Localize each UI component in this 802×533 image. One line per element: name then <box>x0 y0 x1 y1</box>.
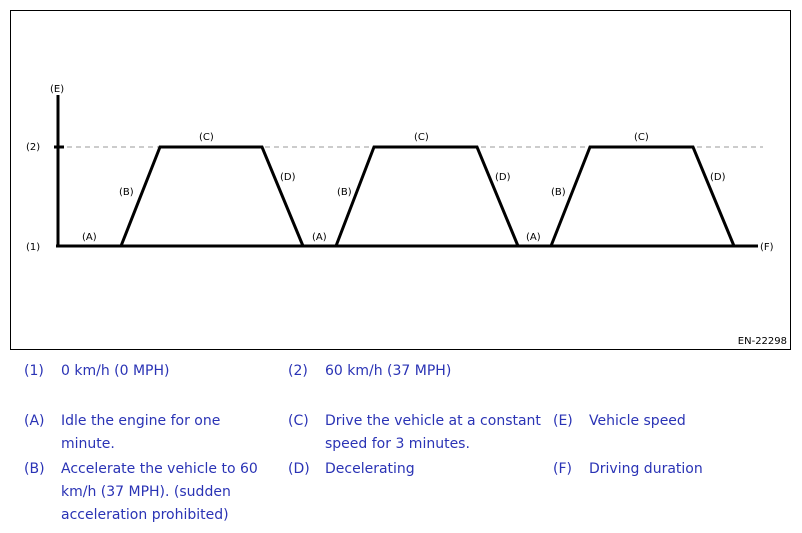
phase-c-label: (C) <box>199 132 214 143</box>
high-speed-level-label: (2) <box>26 142 40 153</box>
drive-cycle-1 <box>119 145 305 247</box>
legend-text-2: 60 km/h (37 MPH) <box>325 363 452 379</box>
speed-time-diagram: (E) (F) (2) (1) (A) (B) (C) (D) (A) (B) … <box>26 84 774 253</box>
phase-c-label: (C) <box>414 132 429 143</box>
legend-code-d: (D) <box>288 461 310 477</box>
legend-text-f: Driving duration <box>589 461 703 477</box>
legend-code-a: (A) <box>24 413 45 429</box>
legend-code-c: (C) <box>288 413 309 429</box>
legend-code-1: (1) <box>24 363 44 379</box>
legend-text-b: Accelerate the vehicle to 60 km/h (37 MP… <box>61 461 258 523</box>
vertical-axis-label: (E) <box>50 84 64 95</box>
legend-text-d: Decelerating <box>325 461 415 477</box>
legend-text-e: Vehicle speed <box>589 413 686 429</box>
legend-code-f: (F) <box>553 461 572 477</box>
horizontal-axis-label: (F) <box>760 242 774 253</box>
phase-b-label: (B) <box>119 187 134 198</box>
legend-code-b: (B) <box>24 461 45 477</box>
legend-text-c: Drive the vehicle at a constant speed fo… <box>325 413 541 452</box>
phase-b-label: (B) <box>551 187 566 198</box>
phase-d-label: (D) <box>710 172 726 183</box>
phase-a-label: (A) <box>82 232 97 243</box>
legend-code-e: (E) <box>553 413 573 429</box>
phase-a-label: (A) <box>312 232 327 243</box>
figure-frame: (E) (F) (2) (1) (A) (B) (C) (D) (A) (B) … <box>10 10 791 350</box>
low-speed-level-label: (1) <box>26 242 40 253</box>
phase-d-label: (D) <box>280 172 296 183</box>
phase-d-label: (D) <box>495 172 511 183</box>
legend-text-1: 0 km/h (0 MPH) <box>61 363 170 379</box>
phase-b-label: (B) <box>337 187 352 198</box>
legend-text-a: Idle the engine for one minute. <box>61 413 221 452</box>
legend-code-2: (2) <box>288 363 308 379</box>
drive-cycle-3 <box>549 145 736 247</box>
drive-cycle-2 <box>334 145 520 247</box>
phase-c-label: (C) <box>634 132 649 143</box>
phase-a-label: (A) <box>526 232 541 243</box>
figure-id: EN-22298 <box>737 336 787 347</box>
